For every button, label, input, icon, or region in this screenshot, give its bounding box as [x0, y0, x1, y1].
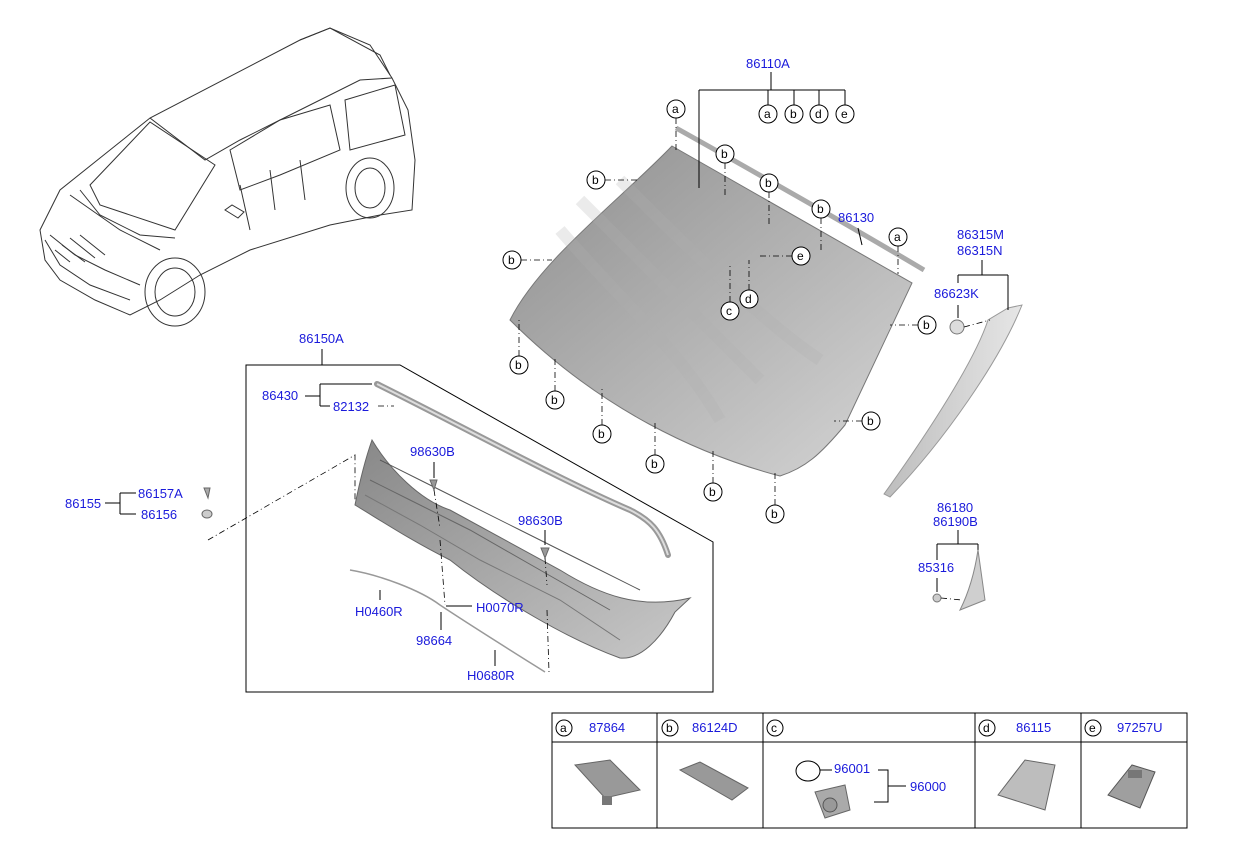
callout-marker: b: [645, 420, 665, 474]
svg-text:d: d: [983, 721, 990, 735]
part-number-86430: 86430: [262, 388, 298, 403]
part-number-86156: 86156: [141, 507, 177, 522]
windshield-group: 86110A 86130: [509, 56, 926, 477]
part-number-98664: 98664: [416, 633, 452, 648]
legend-cell-b: b 86124D: [661, 719, 749, 801]
callout-marker: d: [809, 104, 829, 124]
cowl-panel: [354, 438, 692, 659]
legend-cell-a: a 87864: [555, 719, 641, 805]
windshield-glass: [509, 145, 913, 477]
svg-text:a: a: [764, 107, 771, 121]
cowl-group: 86150A 86430 82132 98630B 98630B H0460R …: [207, 331, 714, 693]
legend-part-c-96000: 96000: [910, 779, 946, 794]
legend-part-d: 86115: [1016, 720, 1051, 735]
part-number-86315N: 86315N: [957, 243, 1003, 258]
svg-text:b: b: [721, 147, 728, 161]
svg-text:b: b: [598, 427, 605, 441]
callout-marker: c: [720, 265, 740, 321]
callout-marker: b: [811, 199, 831, 250]
legend-part-e: 97257U: [1117, 720, 1163, 735]
callout-marker: e: [835, 104, 855, 124]
legend-cell-c: c 96001 96000: [766, 719, 946, 819]
svg-text:b: b: [592, 173, 599, 187]
callout-marker: b: [715, 144, 735, 198]
svg-text:b: b: [771, 507, 778, 521]
svg-text:b: b: [508, 253, 515, 267]
callout-marker: b: [502, 250, 552, 270]
legend-cell-e: e 97257U: [1084, 719, 1163, 809]
part-number-98630B-left: 98630B: [410, 444, 455, 459]
svg-text:b: b: [765, 176, 772, 190]
callout-marker: b: [592, 388, 612, 444]
svg-text:e: e: [1089, 721, 1096, 735]
callout-marker: d: [739, 260, 759, 309]
part-number-98630B-right: 98630B: [518, 513, 563, 528]
pillar-trim: [883, 304, 1023, 498]
part-number-86110A: 86110A: [746, 56, 790, 71]
callout-marker: a: [888, 227, 908, 274]
callout-marker: a: [758, 104, 778, 124]
callout-marker: e: [760, 246, 811, 266]
side-trim-group: 86180 86190B 85316: [918, 500, 986, 611]
svg-text:b: b: [923, 318, 930, 332]
washer-hose: [349, 569, 546, 673]
part-number-H0460R: H0460R: [355, 604, 403, 619]
windshield-callouts: a a b d e b b b b a b e d c b b b b b b …: [502, 99, 937, 524]
callout-marker: b: [703, 448, 723, 502]
svg-text:c: c: [771, 721, 777, 735]
svg-text:a: a: [894, 230, 901, 244]
part-number-H0680R: H0680R: [467, 668, 515, 683]
callout-marker: b: [759, 173, 779, 224]
svg-text:b: b: [817, 202, 824, 216]
svg-text:b: b: [666, 721, 673, 735]
callout-marker: b: [890, 315, 937, 335]
legend-part-c-96001: 96001: [834, 761, 870, 776]
svg-text:a: a: [560, 721, 567, 735]
legend-part-b: 86124D: [692, 720, 738, 735]
part-number-86190B: 86190B: [933, 514, 978, 529]
svg-text:b: b: [551, 393, 558, 407]
legend-part-a: 87864: [589, 720, 625, 735]
part-number-86315M: 86315M: [957, 227, 1004, 242]
part-number-86623K: 86623K: [934, 286, 979, 301]
svg-text:a: a: [672, 102, 679, 116]
legend-table: a 87864 b 86124D c 96001 96000 d 86115 e: [551, 712, 1188, 829]
svg-text:e: e: [797, 249, 804, 263]
svg-text:c: c: [726, 304, 732, 318]
svg-text:b: b: [709, 485, 716, 499]
callout-marker: b: [765, 470, 785, 524]
callout-marker: b: [784, 104, 804, 124]
legend-cell-d: d 86115: [978, 719, 1056, 811]
part-number-H0070R: H0070R: [476, 600, 524, 615]
svg-text:b: b: [790, 107, 797, 121]
vehicle-illustration: [39, 27, 416, 327]
svg-text:b: b: [867, 414, 874, 428]
callout-marker: a: [666, 99, 686, 150]
part-number-86130: 86130: [838, 210, 874, 225]
fastener-group: 86155 86157A 86156: [65, 486, 213, 522]
callout-marker: b: [509, 320, 529, 375]
windshield-top-molding: [674, 125, 926, 273]
svg-text:e: e: [841, 107, 848, 121]
side-trim-part: [958, 549, 986, 611]
part-number-82132: 82132: [333, 399, 369, 414]
callout-marker: b: [586, 170, 638, 190]
clip-86623K: [949, 319, 965, 335]
part-number-85316: 85316: [918, 560, 954, 575]
callout-marker: b: [545, 356, 565, 410]
svg-text:b: b: [651, 457, 658, 471]
part-number-86157A: 86157A: [138, 486, 183, 501]
svg-text:d: d: [815, 107, 822, 121]
part-number-86150A: 86150A: [299, 331, 344, 346]
cowl-frame: [245, 364, 714, 693]
callout-marker: b: [834, 411, 881, 431]
pillar-trim-group: 86315M 86315N 86623K: [883, 227, 1023, 498]
part-number-86155: 86155: [65, 496, 101, 511]
svg-text:d: d: [745, 292, 752, 306]
svg-text:b: b: [515, 358, 522, 372]
part-number-86180: 86180: [937, 500, 973, 515]
